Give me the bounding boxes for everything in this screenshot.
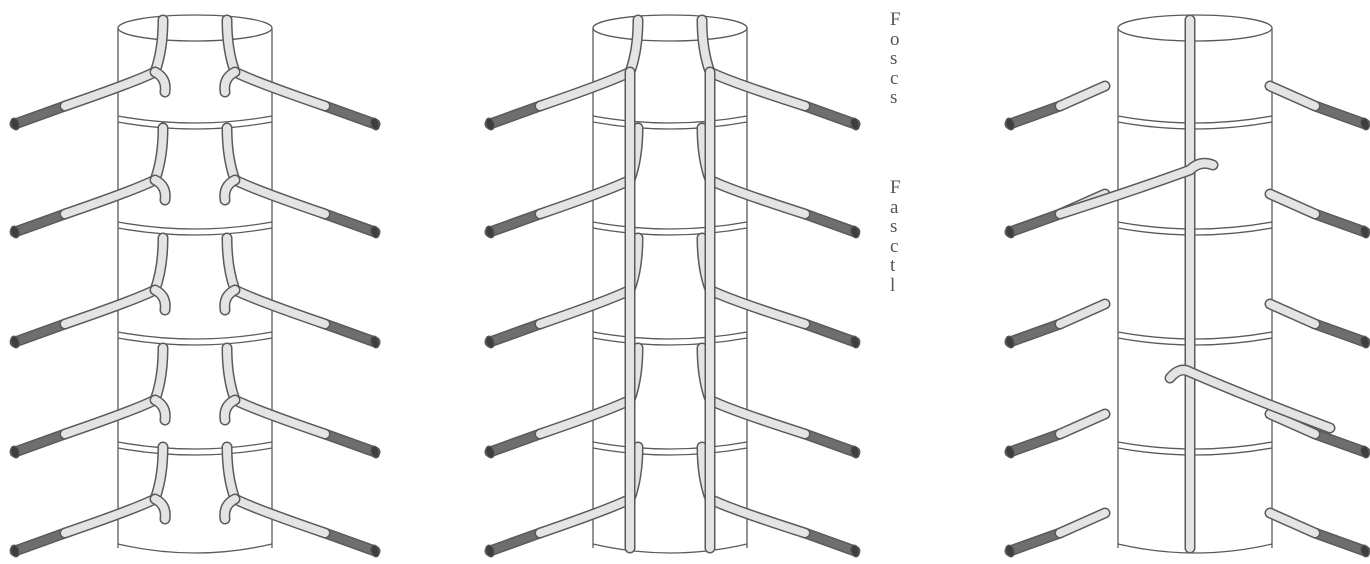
- right-nerve-root-rod: [325, 434, 381, 459]
- text-fragment-line: F: [890, 178, 914, 198]
- left-nerve-root-rod: [1004, 533, 1060, 558]
- column-top-ellipse: [118, 15, 272, 41]
- right-nerve-root-rod: [1315, 434, 1370, 459]
- left-nerve-root-rod: [9, 214, 65, 239]
- vertebra-stack-panel-1: [0, 0, 390, 564]
- vertebra-stack-drawing: [995, 0, 1370, 564]
- left-nerve-root-rod: [484, 434, 540, 459]
- left-nerve-root-rod: [484, 533, 540, 558]
- left-nerve-root-rod: [484, 214, 540, 239]
- text-fragment-block-2: F a s c t l: [890, 178, 914, 295]
- right-nerve-root-rod: [805, 533, 861, 558]
- right-nerve-root-rod: [325, 106, 381, 131]
- spinal-column-body: [118, 15, 272, 553]
- vertebra-stack-drawing: [475, 0, 870, 564]
- left-nerve-root-rod: [1004, 106, 1060, 131]
- left-nerve-root-rod: [484, 324, 540, 349]
- spinal-column-body: [593, 15, 747, 553]
- left-nerve-root-rod: [9, 324, 65, 349]
- right-nerve-stub: [1270, 194, 1315, 214]
- right-nerve-root-rod: [1315, 324, 1370, 349]
- right-nerve-root-rod: [325, 324, 381, 349]
- left-nerve-stub: [1060, 86, 1105, 106]
- left-nerve-stub: [1060, 513, 1105, 533]
- right-nerve-root-rod: [805, 214, 861, 239]
- text-fragment-line: l: [890, 276, 914, 296]
- left-nerve-root-rod: [9, 106, 65, 131]
- left-nerve-root-rod: [1004, 434, 1060, 459]
- left-nerve-root-rod: [9, 434, 65, 459]
- text-fragment-line: F: [890, 10, 914, 30]
- right-nerve-root-rod: [805, 434, 861, 459]
- right-nerve-root-rod: [325, 214, 381, 239]
- text-fragment-line: s: [890, 88, 914, 108]
- left-nerve-stub: [1060, 414, 1105, 434]
- right-nerve-stub: [1270, 86, 1315, 106]
- left-nerve-root-rod: [1004, 214, 1060, 239]
- left-nerve-root-rod: [1004, 324, 1060, 349]
- vertebra-stack-panel-3: [995, 0, 1370, 564]
- right-nerve-root-rod: [1315, 214, 1370, 239]
- text-fragment-line: c: [890, 69, 914, 89]
- column-top-ellipse: [593, 15, 747, 41]
- text-fragment-block-1: F o s c s: [890, 10, 914, 108]
- text-fragment-line: a: [890, 198, 914, 218]
- right-nerve-root-rod: [805, 106, 861, 131]
- right-nerve-root-rod: [325, 533, 381, 558]
- right-nerve-root-rod: [1315, 533, 1370, 558]
- text-fragment-line: c: [890, 237, 914, 257]
- left-nerve-stub: [1060, 304, 1105, 324]
- right-nerve-root-rod: [1315, 106, 1370, 131]
- text-fragment-line: t: [890, 256, 914, 276]
- text-fragment-line: s: [890, 49, 914, 69]
- text-fragment-line: s: [890, 217, 914, 237]
- vertebra-stack-drawing: [0, 0, 390, 564]
- right-nerve-stub: [1270, 304, 1315, 324]
- text-fragment-line: o: [890, 30, 914, 50]
- right-nerve-root-rod: [805, 324, 861, 349]
- left-nerve-root-rod: [9, 533, 65, 558]
- left-nerve-root-rod: [484, 106, 540, 131]
- right-nerve-stub: [1270, 513, 1315, 533]
- vertebra-stack-panel-2: [475, 0, 870, 564]
